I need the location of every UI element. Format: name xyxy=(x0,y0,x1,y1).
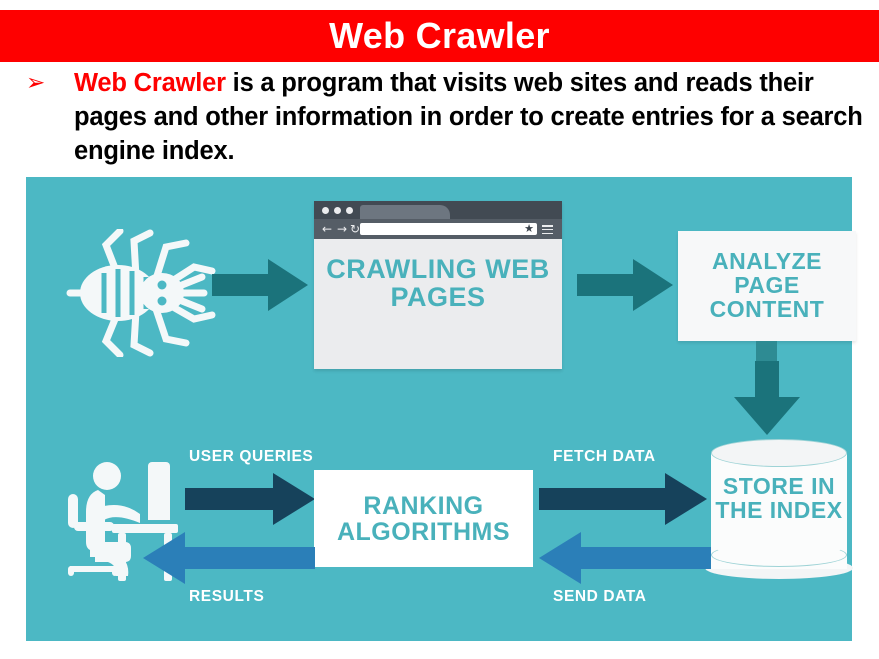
store-in-the-index-cylinder: STORE IN THE INDEX xyxy=(705,439,853,587)
browser-dot-green xyxy=(346,207,353,214)
arrow-analyze-to-store xyxy=(728,361,806,437)
arrow-crawling-to-analyze xyxy=(577,259,673,311)
bullet-arrow-icon: ➢ xyxy=(26,70,46,96)
browser-dot-yellow xyxy=(334,207,341,214)
fetch-data-label: FETCH DATA xyxy=(553,448,656,465)
send-data-label: SEND DATA xyxy=(553,588,647,605)
spider-icon xyxy=(62,227,217,359)
cylinder-bottom-edge xyxy=(711,543,847,567)
store-in-the-index-label: STORE IN THE INDEX xyxy=(715,473,843,523)
browser-dot-red xyxy=(322,207,329,214)
arrow-ranking-to-user xyxy=(143,532,315,584)
bookmark-star-icon[interactable]: ★ xyxy=(524,223,534,235)
reload-icon[interactable]: ↻ xyxy=(350,222,361,236)
web-crawler-diagram-panel: ← → ↻ ★ CRAWLING WEB PAGES ANALYZE PAGE … xyxy=(26,177,856,641)
analyze-page-content-label: ANALYZE PAGE CONTENT xyxy=(709,248,825,322)
ranking-algorithms-label: RANKING ALGORITHMS xyxy=(336,491,511,546)
arrow-spider-to-crawling xyxy=(212,259,308,311)
bullet-paragraph: ➢ Web Crawler is a program that visits w… xyxy=(26,66,864,168)
browser-title-bar xyxy=(314,201,562,219)
slide-title-bar: Web Crawler xyxy=(0,10,879,62)
analyze-page-content-card: ANALYZE PAGE CONTENT xyxy=(678,231,856,341)
menu-icon[interactable] xyxy=(542,225,553,237)
browser-tab[interactable] xyxy=(360,205,450,219)
bullet-body-text: is a program that visits web sites and r… xyxy=(74,69,863,165)
forward-icon[interactable]: → xyxy=(337,222,348,236)
arrow-user-to-ranking xyxy=(185,473,315,525)
page-title: Web Crawler xyxy=(329,15,550,56)
user-queries-label: USER QUERIES xyxy=(189,448,314,465)
results-label: RESULTS xyxy=(189,588,265,605)
crawling-web-pages-card: ← → ↻ ★ CRAWLING WEB PAGES xyxy=(314,201,562,369)
bullet-text: Web Crawler is a program that visits web… xyxy=(74,66,864,168)
analyze-card-stem xyxy=(756,341,777,361)
arrow-ranking-to-store xyxy=(539,473,711,525)
ranking-algorithms-card: RANKING ALGORITHMS xyxy=(314,470,533,567)
browser-nav-bar: ← → ↻ ★ xyxy=(314,219,562,239)
url-input[interactable]: ★ xyxy=(360,223,537,235)
back-icon[interactable]: ← xyxy=(322,222,333,236)
bullet-highlight-term: Web Crawler xyxy=(74,69,226,97)
crawling-web-pages-label: CRAWLING WEB PAGES xyxy=(326,254,550,313)
cylinder-top xyxy=(711,439,847,467)
arrow-store-to-ranking xyxy=(539,532,711,584)
